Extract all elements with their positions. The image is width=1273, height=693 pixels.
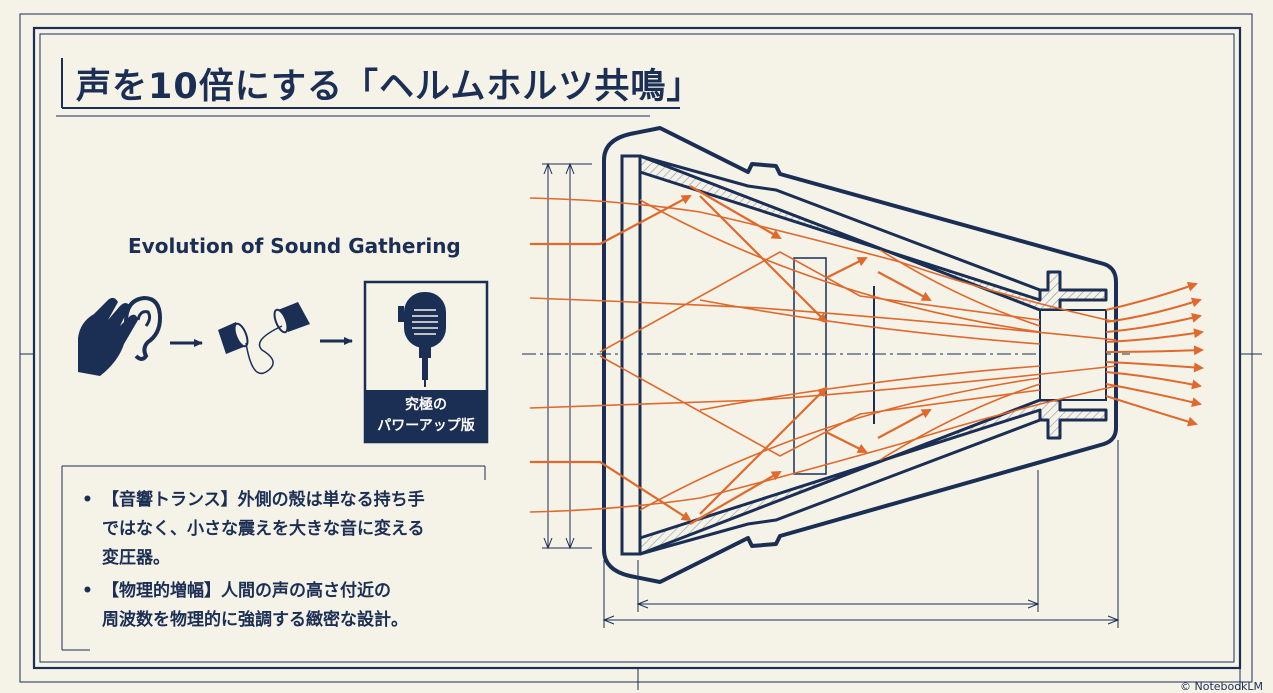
sound-waves (529, 197, 1117, 513)
final-box-label: 究極の パワーアップ版 (366, 395, 486, 437)
bullet-item-1: • 【音響トランス】外側の殻は単なる持ち手 ではなく、小さな震えを大きな音に変え… (82, 486, 482, 573)
bullet-list: • 【音響トランス】外側の殻は単なる持ち手 ではなく、小さな震えを大きな音に変え… (82, 486, 482, 639)
bullet-marker: • (82, 490, 93, 510)
microphone-icon (398, 292, 446, 387)
hand-to-ear-icon (78, 295, 163, 376)
dimension-lines-left (542, 162, 592, 550)
bullet-text: 【物理的増幅】人間の声の高さ付近の 周波数を物理的に強調する緻密な設計。 (102, 581, 408, 630)
paper-cup-phone-icon (218, 302, 310, 375)
bullet-text: 【音響トランス】外側の殻は単なる持ち手 ではなく、小さな震えを大きな音に変える … (102, 490, 425, 568)
final-box-line-2: パワーアップ版 (377, 418, 475, 434)
output-sound-fan (1105, 281, 1204, 427)
title-frame (56, 58, 680, 117)
bullet-item-2: • 【物理的増幅】人間の声の高さ付近の 周波数を物理的に強調する緻密な設計。 (82, 577, 482, 635)
resonator-cross-section (602, 126, 1118, 584)
evolution-heading: Evolution of Sound Gathering (128, 234, 461, 258)
sound-arrows (530, 185, 932, 525)
blueprint-frame (19, 13, 1262, 690)
dimension-lines-bottom (602, 440, 1120, 628)
bullet-marker: • (82, 581, 93, 601)
final-box-line-1: 究極の (405, 397, 447, 413)
microphone-box (363, 280, 489, 444)
footer-credit: © NotebookLM (1180, 680, 1263, 693)
page-title: 声を10倍にする「ヘルムホルツ共鳴」 (76, 67, 703, 107)
bullets-frame (61, 465, 486, 651)
